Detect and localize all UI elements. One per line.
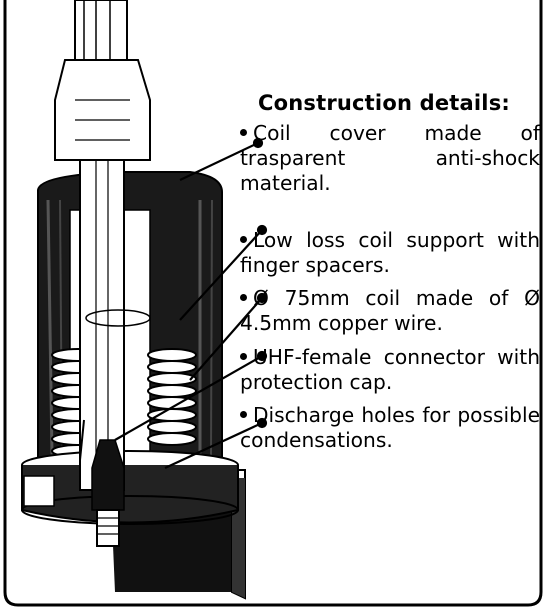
detail-text: Low loss coil support with finger spacer… [240,228,540,277]
bullet-icon [240,294,247,301]
leader-lines [114,137,268,469]
detail-coil-cover: Coil cover made of trasparent anti-shock… [240,121,540,196]
bullet-icon [240,129,247,136]
detail-text: Ø 75mm coil made of Ø 4.5mm copper wire. [240,286,540,335]
base-flange [21,450,239,525]
detail-coil-support: Low loss coil support with finger spacer… [240,228,540,278]
detail-text: UHF-female connector with protection cap… [240,345,540,394]
bullet-icon [240,411,247,418]
bullet-icon [240,236,247,243]
uhf-connector [79,419,125,547]
detail-coil-size: Ø 75mm coil made of Ø 4.5mm copper wire. [240,286,540,336]
construction-details-heading: Construction details: [258,91,510,115]
rounded-frame [3,0,543,607]
bullet-icon [240,353,247,360]
detail-connector: UHF-female connector with protection cap… [240,345,540,395]
detail-text: Coil cover made of trasparent anti-shock… [240,121,540,195]
detail-discharge-holes: Discharge holes for possible condensatio… [240,403,540,453]
detail-text: Discharge holes for possible condensatio… [240,403,540,452]
